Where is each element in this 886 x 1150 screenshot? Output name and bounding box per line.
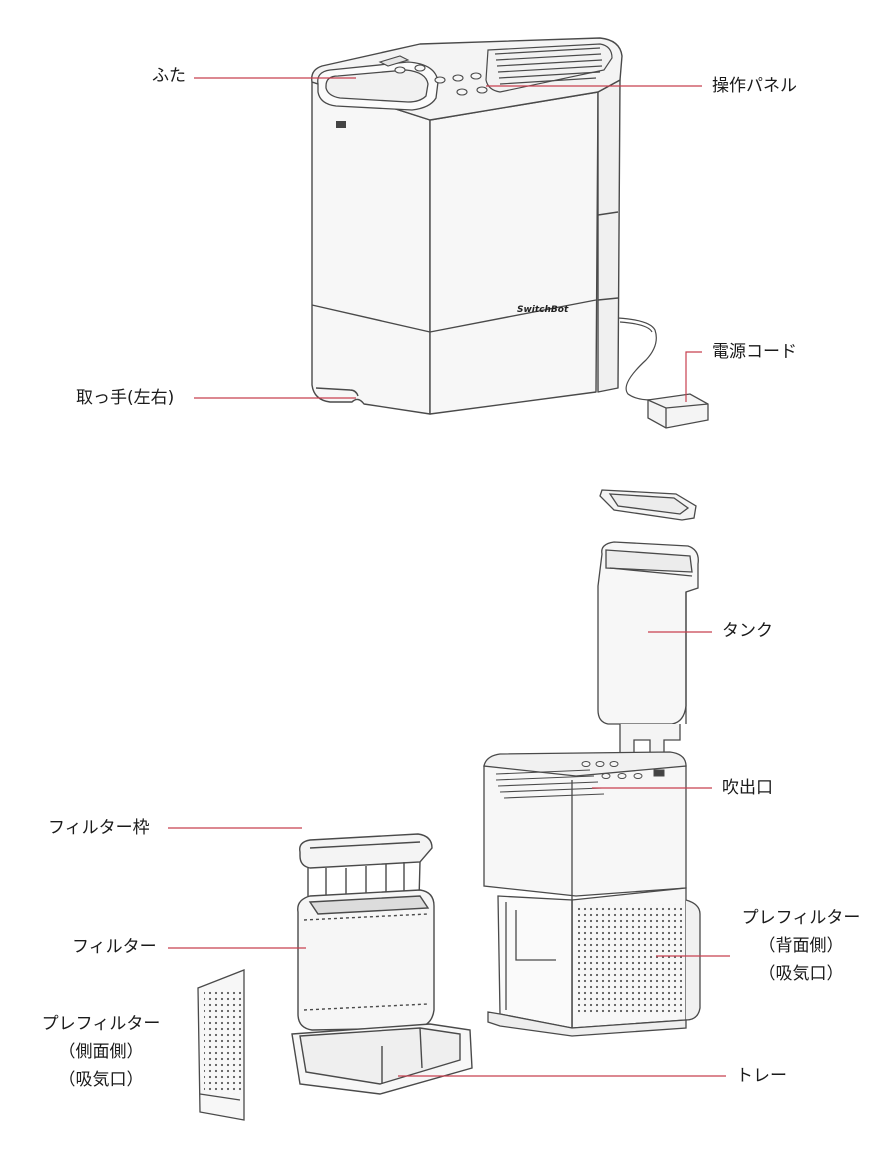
label-air-outlet: 吹出口 <box>722 778 773 798</box>
power-cord <box>617 317 657 401</box>
label-prefilter-back-line1: プレフィルター <box>741 908 861 928</box>
prefilter-side-mesh <box>204 990 242 1094</box>
label-prefilter-side-line3: （吸気口） <box>58 1070 144 1090</box>
label-power-cord: 電源コード <box>712 342 797 362</box>
label-prefilter-back: プレフィルター （背面側） （吸気口） <box>736 904 866 988</box>
label-filter-frame: フィルター枠 <box>48 818 150 838</box>
label-prefilter-back-line3: （吸気口） <box>758 964 844 984</box>
prefilter-back-mesh <box>578 904 682 1014</box>
tank <box>597 541 699 759</box>
label-tank: タンク <box>722 621 773 641</box>
tray <box>291 1023 473 1095</box>
outlet-grille <box>495 769 605 799</box>
label-lid: ふた <box>152 66 186 86</box>
tank-lid <box>599 489 697 521</box>
brand-logo: SwitchBot <box>517 305 569 315</box>
leader-lines <box>168 77 730 1077</box>
label-prefilter-side: プレフィルター （側面側） （吸気口） <box>36 1010 166 1094</box>
power-adapter <box>647 393 709 429</box>
label-tray: トレー <box>736 1066 787 1086</box>
leader-power-cord <box>685 351 702 402</box>
label-prefilter-side-line2: （側面側） <box>58 1042 144 1062</box>
filter <box>297 889 435 1031</box>
top-grille <box>485 43 613 93</box>
label-filter: フィルター <box>72 937 157 957</box>
main-body-front-panel <box>429 91 599 415</box>
base-control-buttons <box>581 761 665 779</box>
label-control-panel: 操作パネル <box>712 76 797 96</box>
label-handles: 取っ手(左右) <box>76 388 175 408</box>
lid-part <box>317 61 439 128</box>
control-panel-buttons <box>378 55 488 96</box>
main-body-left-panel <box>311 81 431 415</box>
label-prefilter-back-line2: （背面側） <box>758 936 844 956</box>
label-prefilter-side-line1: プレフィルター <box>41 1014 161 1034</box>
